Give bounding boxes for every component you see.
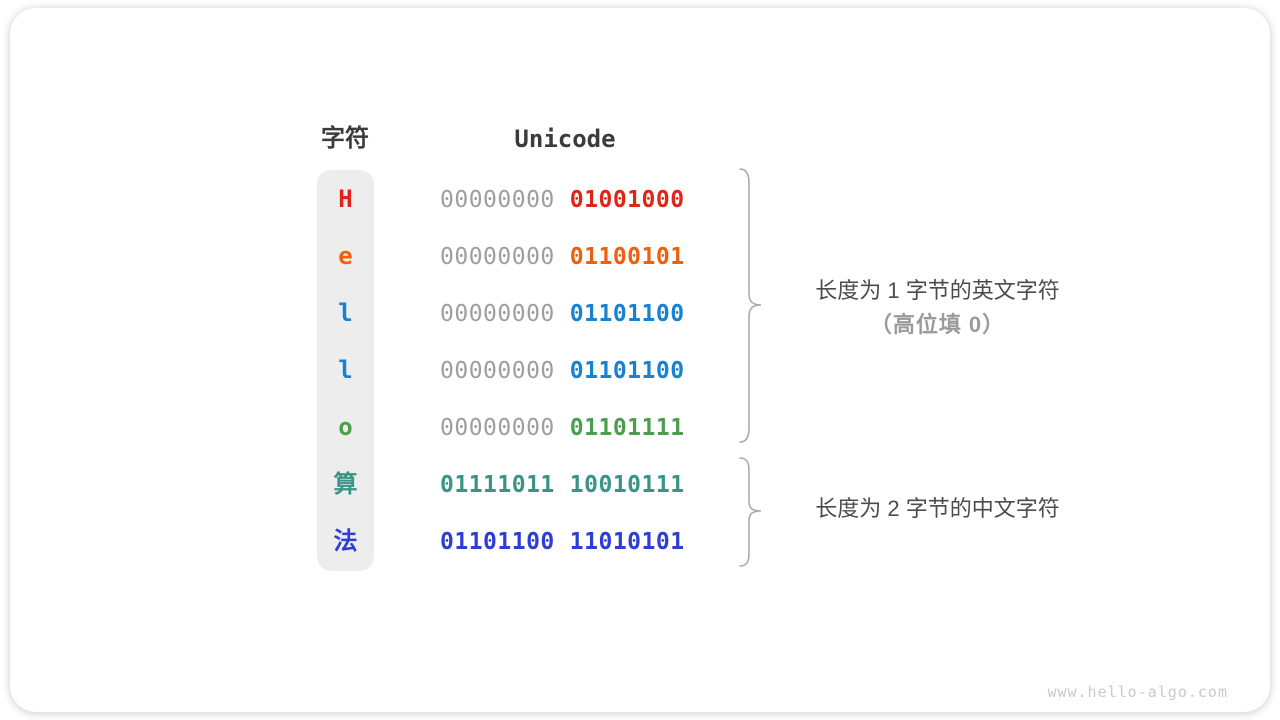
- table-row: l 00000000 01101100: [10, 342, 1280, 399]
- table-row: 算 01111011 10010111: [10, 456, 1280, 513]
- figure-card: 字符 Unicode H 00000000 01001000 e 00000000…: [10, 8, 1270, 712]
- char-cell: o: [338, 413, 353, 441]
- annotation-two-byte: 长度为 2 字节的中文字符: [775, 492, 1100, 526]
- table-row: o 00000000 01101111: [10, 399, 1280, 456]
- unicode-binary: 00000000 01001000: [440, 171, 685, 228]
- encoding-table: H 00000000 01001000 e 00000000 01100101 l …: [10, 171, 1280, 570]
- unicode-binary: 01101100 11010101: [440, 513, 685, 570]
- high-byte: 00000000: [440, 243, 555, 270]
- unicode-binary: 01111011 10010111: [440, 456, 685, 513]
- table-row: H 00000000 01001000: [10, 171, 1280, 228]
- annotation-two-byte-line1: 长度为 2 字节的中文字符: [815, 496, 1060, 521]
- char-cell: l: [338, 356, 353, 384]
- annotation-one-byte-line1: 长度为 1 字节的英文字符: [815, 278, 1060, 303]
- high-byte: 00000000: [440, 357, 555, 384]
- unicode-binary: 00000000 01100101: [440, 228, 685, 285]
- table-row: e 00000000 01100101: [10, 228, 1280, 285]
- char-cell: l: [338, 299, 353, 327]
- low-byte: 01101100: [569, 300, 685, 327]
- table-row: l 00000000 01101100: [10, 285, 1280, 342]
- high-byte: 00000000: [440, 414, 555, 441]
- table-row: 法 01101100 11010101: [10, 513, 1280, 570]
- high-byte: 01111011: [440, 471, 555, 498]
- unicode-binary: 00000000 01101111: [440, 399, 685, 456]
- column-header-unicode: Unicode: [514, 125, 616, 153]
- unicode-binary: 00000000 01101100: [440, 342, 685, 399]
- high-byte: 01101100: [440, 528, 555, 555]
- char-cell: e: [338, 242, 353, 270]
- char-cell: 算: [333, 470, 358, 498]
- low-byte: 11010101: [569, 528, 685, 555]
- high-byte: 00000000: [440, 300, 555, 327]
- low-byte: 10010111: [569, 471, 685, 498]
- column-header-char: 字符: [321, 125, 369, 152]
- char-cell: H: [338, 185, 353, 213]
- high-byte: 00000000: [440, 186, 555, 213]
- annotation-one-byte: 长度为 1 字节的英文字符 （高位填 0）: [775, 274, 1100, 342]
- annotation-one-byte-line2: （高位填 0）: [869, 312, 1006, 337]
- low-byte: 01101100: [569, 357, 685, 384]
- low-byte: 01001000: [569, 186, 685, 213]
- char-column-background: [317, 170, 374, 571]
- low-byte: 01100101: [569, 243, 685, 270]
- watermark: www.hello-algo.com: [1047, 683, 1228, 701]
- unicode-binary: 00000000 01101100: [440, 285, 685, 342]
- low-byte: 01101111: [569, 414, 685, 441]
- char-cell: 法: [333, 527, 358, 555]
